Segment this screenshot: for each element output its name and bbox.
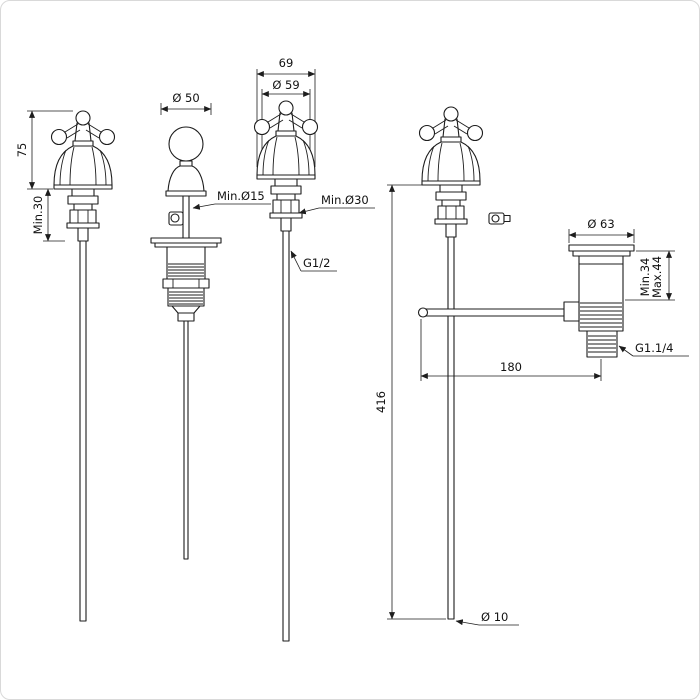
waste-flange <box>150 237 222 244</box>
dim-label-75: 75 <box>15 143 29 158</box>
lift-knob-ball <box>168 126 204 162</box>
figure-left-valve: 75 Min.30 <box>15 110 116 622</box>
rod-socket <box>563 301 580 322</box>
dim-label-min30: Min.30 <box>31 196 45 235</box>
popup-horizontal-rod <box>420 308 568 317</box>
dim-label-thread-g114: G1.1/4 <box>635 341 673 355</box>
dim-label-height-416: 416 <box>374 391 388 413</box>
dim-label-diameter-63: Ø 63 <box>587 217 614 231</box>
figure-popup-waste: Ø 50 Min.Ø15 <box>150 91 271 560</box>
waste-flange-side <box>568 244 635 252</box>
figure-side-assembly: 416 Ø 63 Min.34 Max.44 <box>374 106 689 626</box>
lift-rod <box>182 195 190 239</box>
dim-label-knob-diameter: Ø 50 <box>172 91 199 105</box>
lower-lift-rod <box>183 320 189 560</box>
supply-tube-right <box>282 230 290 642</box>
dim-label-min-hole-15: Min.Ø15 <box>217 189 265 203</box>
dim-label-width-69: 69 <box>279 56 294 70</box>
dim-label-max44: Max.44 <box>650 256 664 298</box>
dim-label-min-hole-30: Min.Ø30 <box>321 193 369 207</box>
figure-right-valve: 69 Ø 59 Min.Ø30 G1/2 <box>253 56 375 642</box>
dim-label-thread-g12: G1/2 <box>303 256 330 270</box>
supply-tube-side <box>447 236 455 620</box>
dim-label-tube-diameter-10: Ø 10 <box>481 610 508 624</box>
waste-nut <box>162 278 210 289</box>
dim-label-diameter-59: Ø 59 <box>272 78 299 92</box>
dim-label-min34: Min.34 <box>638 258 652 297</box>
waste-body-side <box>578 255 624 332</box>
supply-tube-left <box>79 240 87 622</box>
dim-label-reach-180: 180 <box>500 360 522 374</box>
waste-body <box>166 246 206 280</box>
